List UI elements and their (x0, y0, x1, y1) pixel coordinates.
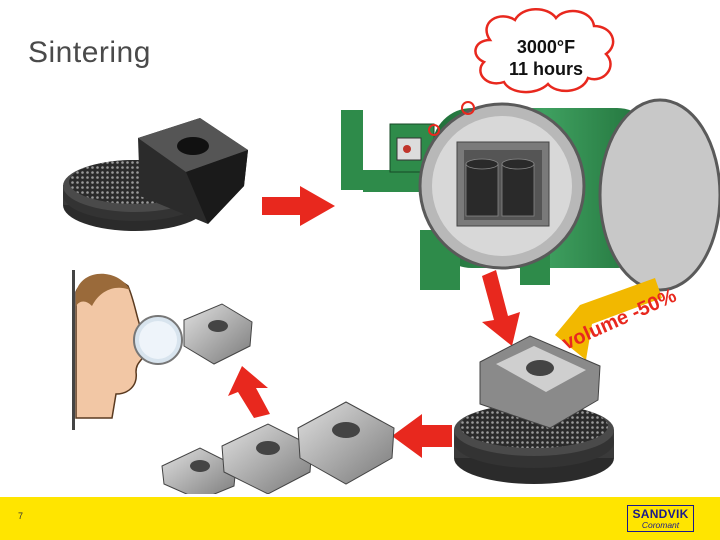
page-number: 7 (18, 511, 24, 521)
flow-arrow-icon (482, 270, 520, 346)
insert-icon (183, 303, 253, 365)
furnace-icon (341, 98, 720, 292)
logo-main-text: SANDVIK (632, 507, 689, 521)
sandvik-logo: SANDVIK Coromant (627, 505, 694, 532)
flow-arrow-icon (392, 414, 452, 458)
cloud-text: 3000°F 11 hours (496, 36, 596, 80)
duration-label: 11 hours (508, 59, 584, 79)
insert-icon (297, 401, 395, 485)
footer-bar (0, 497, 720, 540)
logo-sub-text: Coromant (641, 520, 680, 530)
temperature-label: 3000°F (516, 37, 576, 57)
heat-cloud (474, 8, 615, 94)
insert-icon (138, 118, 248, 224)
flow-arrow-icon (262, 186, 335, 226)
shrink-arrow-icon: volume -50% (555, 278, 680, 360)
inspector-face-icon (72, 270, 183, 430)
insert-icon (479, 335, 601, 429)
insert-icon (221, 423, 313, 495)
insert-icon (161, 447, 237, 501)
flow-arrow-icon (228, 366, 270, 418)
slide-title: Sintering (28, 36, 151, 69)
